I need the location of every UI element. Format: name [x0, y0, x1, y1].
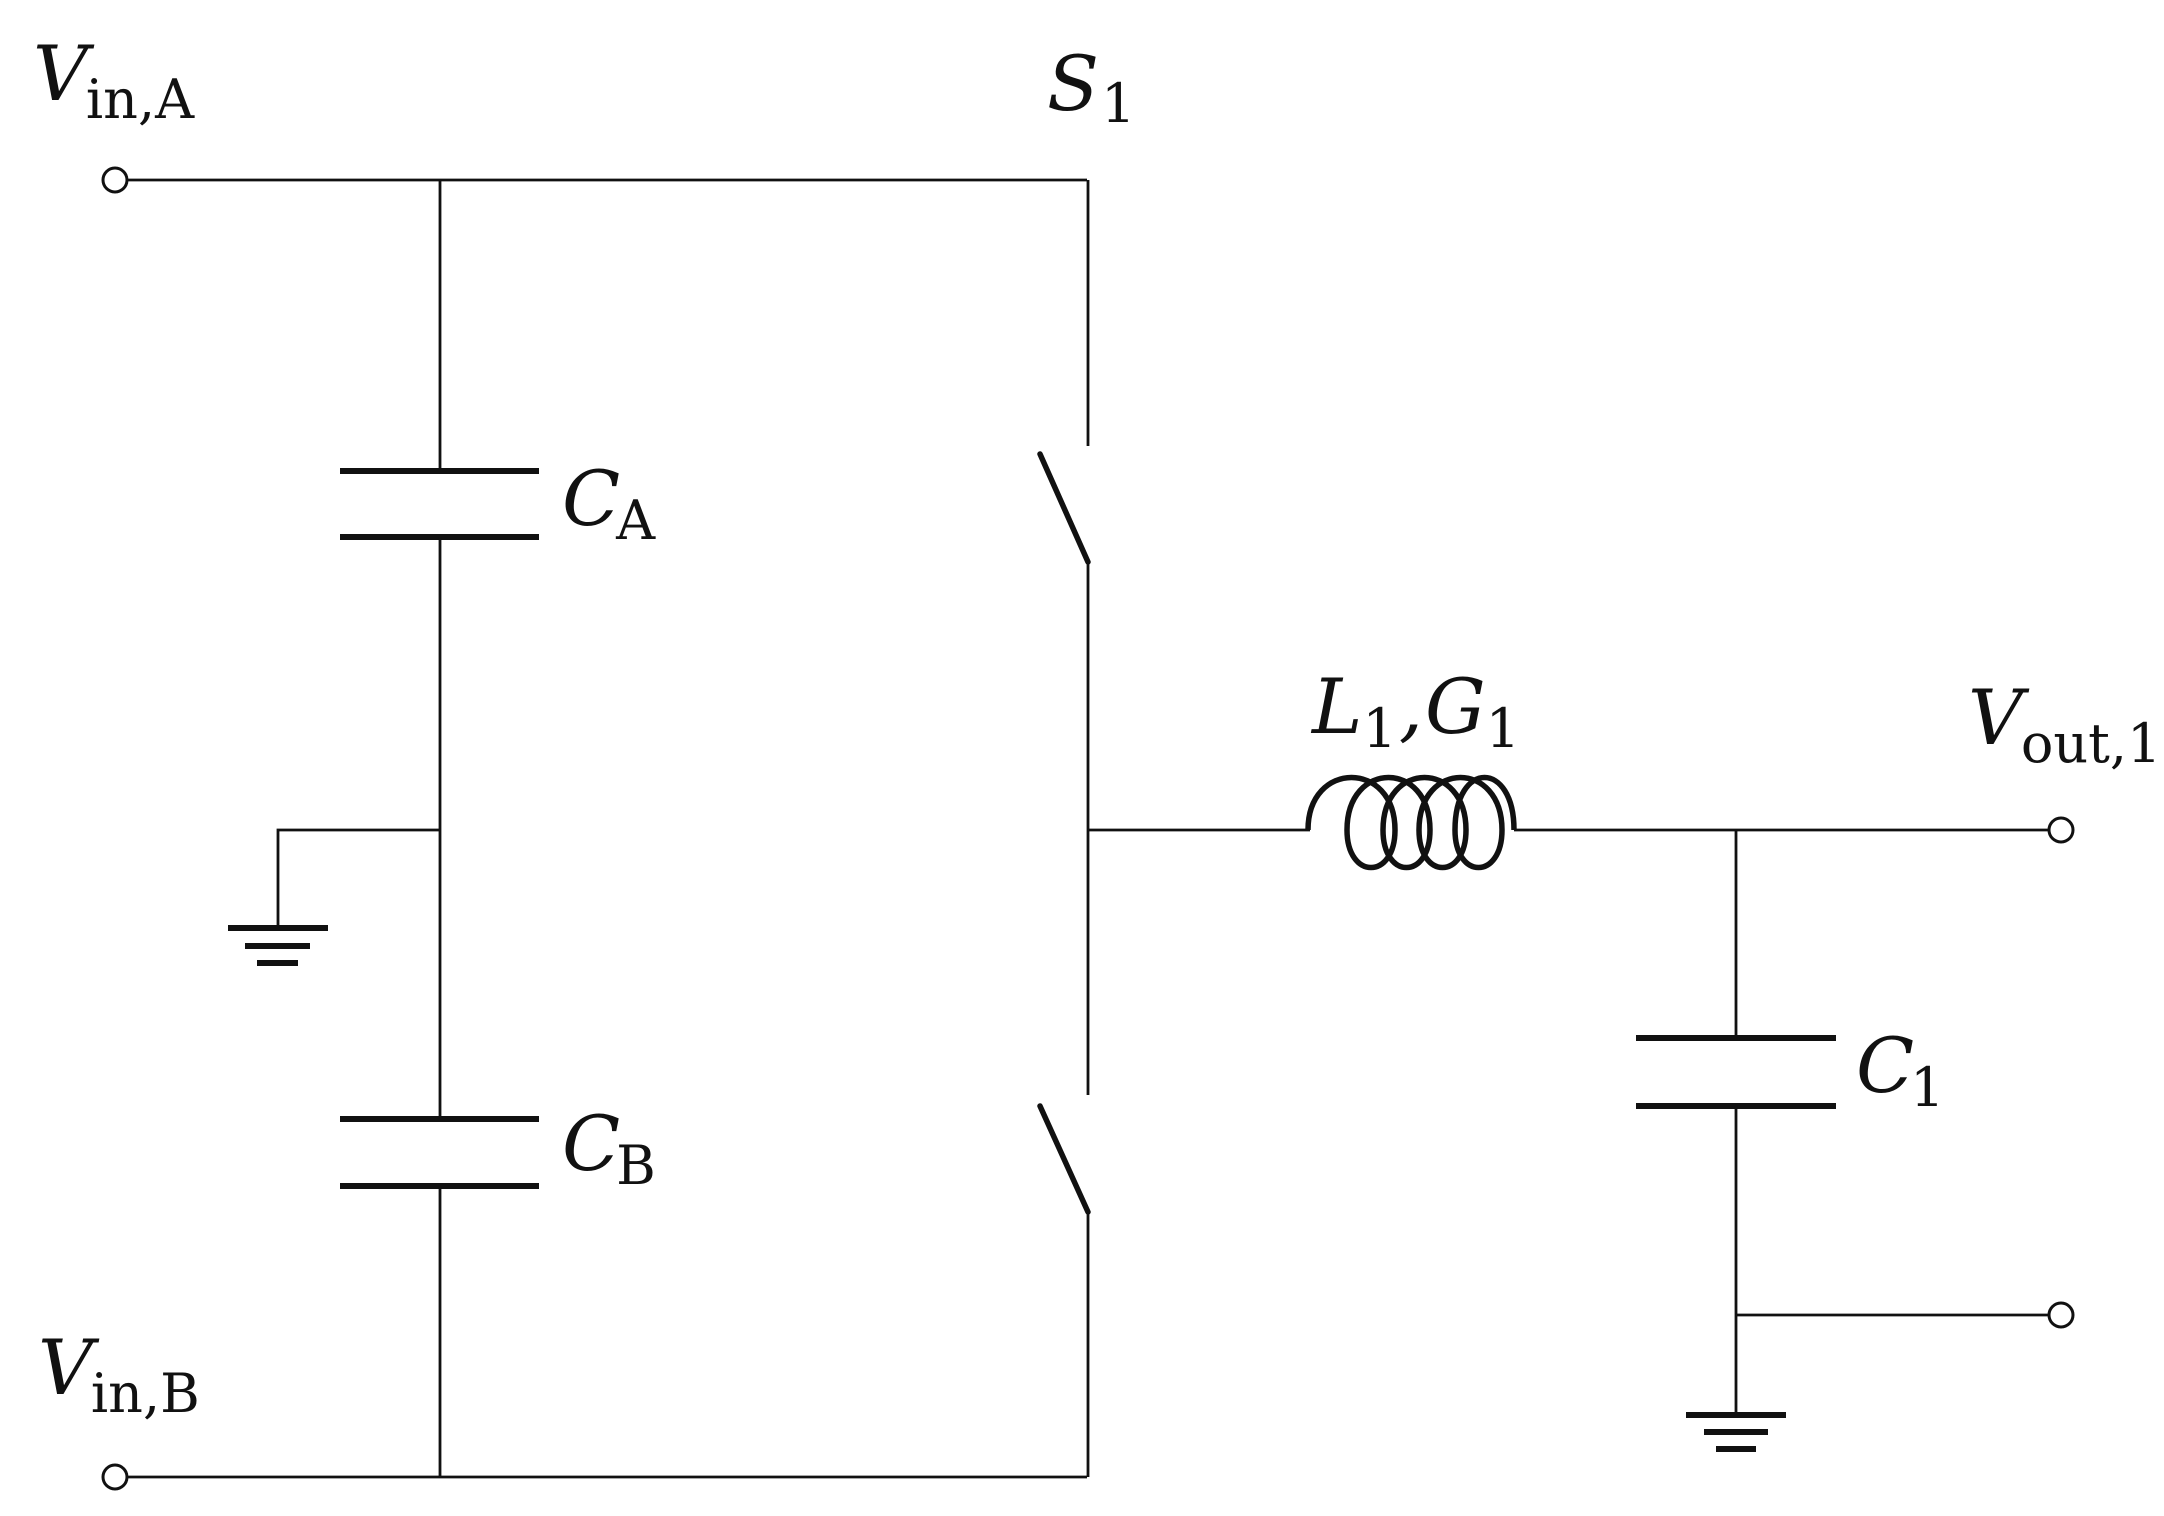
left-ground-wire [276, 828, 440, 928]
label-l1-g1: L1,G1 [1310, 662, 1520, 760]
label-vin-a: Vin,A [33, 29, 195, 131]
terminal-vout-1 [2047, 816, 2075, 844]
label-c1: C1 [1856, 1021, 1945, 1119]
switch-s1-lower-blade [1037, 1103, 1091, 1215]
right-ground-icon [1686, 1412, 1786, 1452]
left-ground-icon [228, 925, 328, 966]
label-cb: CB [562, 1099, 656, 1197]
label-ca: CA [562, 454, 656, 552]
switch-s1-upper-blade [1037, 451, 1091, 565]
label-vout-1: Vout,1 [1968, 673, 2161, 775]
inductor-l1-coil [1305, 774, 1517, 871]
label-s1: S1 [1047, 39, 1135, 135]
terminal-return [2047, 1301, 2075, 1329]
terminal-vin-a [101, 166, 129, 194]
label-vin-b: Vin,B [38, 1323, 200, 1425]
terminal-vin-b [101, 1463, 129, 1491]
